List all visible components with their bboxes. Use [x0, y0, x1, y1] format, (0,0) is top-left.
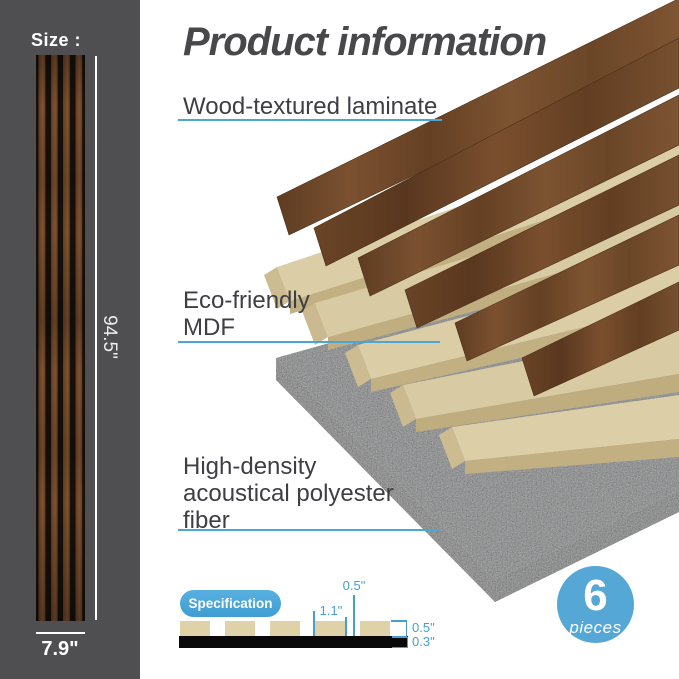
callout-fiber-text-1: High-density	[183, 453, 317, 480]
quantity-unit: pieces	[569, 618, 622, 637]
dim-base-thickness-tick-top	[392, 636, 407, 638]
callout-mdf-text-1: Eco-friendly	[183, 287, 310, 314]
callout-fiber: High-density acoustical polyester fiber	[183, 453, 394, 534]
dim-slat-width-line-left	[313, 611, 315, 636]
quantity-badge: 6 pieces	[557, 566, 634, 643]
callout-laminate-leader-line	[178, 119, 442, 121]
callout-mdf: Eco-friendly MDF	[183, 287, 310, 341]
spec-slat	[315, 621, 345, 636]
spec-slat	[360, 621, 390, 636]
spec-slat	[180, 621, 210, 636]
laminate-strips	[276, 0, 679, 397]
dim-slat-thickness-line	[405, 620, 407, 636]
callout-mdf-text-2: MDF	[183, 314, 235, 341]
callout-laminate-text: Wood-textured laminate	[183, 93, 438, 120]
dim-slat-thickness-tick	[391, 620, 407, 622]
callout-mdf-leader-line	[178, 341, 440, 343]
spec-base-bar	[179, 636, 408, 648]
size-label: Size :	[31, 30, 82, 50]
dim-slat-width-line-right	[345, 617, 347, 636]
callout-fiber-text-2: acoustical polyester	[183, 480, 394, 507]
dim-slat-thickness: 0.5"	[412, 620, 435, 635]
callout-fiber-leader-line	[178, 529, 440, 531]
dim-slat-width: 1.1"	[319, 603, 343, 618]
callout-laminate: Wood-textured laminate	[183, 93, 437, 120]
size-sidebar: Size : 94.5" 7.9"	[0, 0, 140, 679]
wood-grain-overlay	[36, 55, 85, 621]
slat-panel-photo	[36, 55, 85, 621]
dim-base-thickness: 0.3"	[412, 634, 435, 649]
height-dimension-line	[95, 56, 97, 620]
spec-slat	[225, 621, 255, 636]
spec-slat	[270, 621, 300, 636]
panel-width-value: 7.9"	[41, 638, 79, 660]
page-title: Product information	[183, 20, 547, 64]
width-dimension-line	[36, 632, 85, 634]
dim-slat-gap: 0.5"	[342, 578, 366, 593]
quantity-value: 6	[583, 571, 608, 620]
dim-slat-gap-line	[353, 595, 355, 636]
dim-base-thickness-tick-bottom	[392, 646, 407, 648]
specification-badge: Specification	[180, 590, 281, 617]
dim-base-thickness-line	[406, 637, 408, 648]
